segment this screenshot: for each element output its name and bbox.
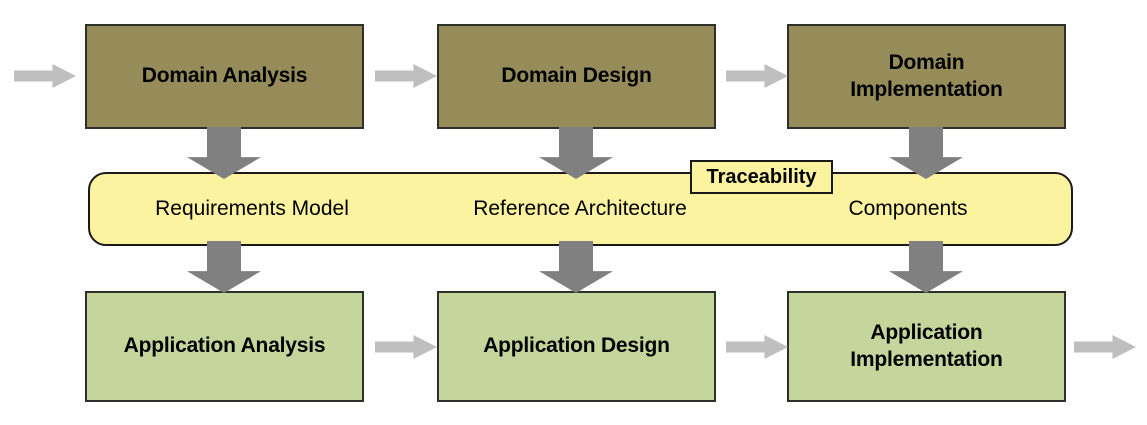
box-domain-design[interactable]: Domain Design [437, 24, 716, 129]
asset-requirements-model: Requirements Model [88, 172, 416, 246]
asset-reference-architecture: Reference Architecture [416, 172, 744, 246]
box-application-analysis-label: Application Analysis [123, 334, 326, 358]
box-domain-analysis-label: Domain Analysis [141, 64, 308, 88]
arrow-domain-analysis-to-domain-design [375, 64, 437, 88]
traceability-label: Traceability [706, 165, 817, 188]
asset-components: Components [744, 172, 1072, 246]
box-domain-design-label: Domain Design [501, 64, 652, 88]
box-application-design[interactable]: Application Design [437, 291, 716, 402]
asset-reference-architecture-label: Reference Architecture [473, 197, 687, 220]
box-application-implementation[interactable]: Application Implementation [787, 291, 1066, 402]
asset-components-label: Components [848, 197, 968, 220]
box-application-implementation-label: Application Implementation [844, 320, 1008, 373]
box-application-analysis[interactable]: Application Analysis [85, 291, 364, 402]
box-application-design-label: Application Design [483, 334, 670, 358]
box-application-implementation-line1: Application [870, 321, 983, 345]
entry-arrow-domain [14, 64, 76, 88]
box-domain-implementation[interactable]: Domain Implementation [787, 24, 1066, 129]
arrow-application-design-to-application-implementation [726, 335, 788, 359]
arrow-reference-architecture-to-application-design [539, 241, 613, 293]
arrow-components-to-application-implementation [889, 241, 963, 293]
exit-arrow-application [1074, 335, 1136, 359]
box-domain-implementation-line2: Implementation [850, 77, 1003, 101]
asset-requirements-model-label: Requirements Model [155, 197, 349, 220]
box-domain-implementation-label: Domain Implementation [844, 50, 1008, 103]
arrow-domain-design-to-domain-implementation [726, 64, 788, 88]
box-domain-analysis[interactable]: Domain Analysis [85, 24, 364, 129]
box-domain-implementation-line1: Domain [888, 51, 965, 75]
arrow-requirements-model-to-application-analysis [187, 241, 261, 293]
arrow-application-analysis-to-application-design [375, 335, 437, 359]
box-application-implementation-line2: Implementation [850, 347, 1003, 371]
traceability-callout[interactable]: Traceability [690, 160, 833, 194]
